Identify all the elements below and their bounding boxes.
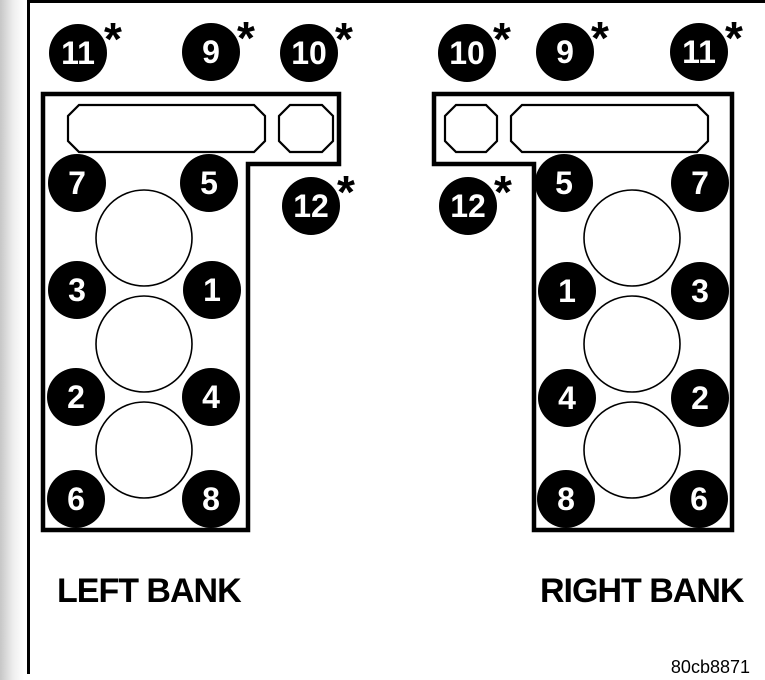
left-bank-bolt-10-asterisk: * bbox=[335, 13, 353, 65]
left-bank-bolt-11-asterisk: * bbox=[104, 13, 122, 65]
right-bank-bolt-9: 9 bbox=[536, 23, 594, 81]
left-bank-bolt-12-asterisk: * bbox=[337, 166, 355, 218]
page-border-left-line bbox=[27, 0, 30, 674]
left-bank-head-slot-0 bbox=[66, 103, 267, 154]
left-bank-cylinder-bore-3 bbox=[95, 401, 193, 499]
left-bank-bolt-11: 11 bbox=[49, 24, 107, 82]
left-bank-bolt-3: 3 bbox=[48, 261, 106, 319]
right-bank-bolt-5: 5 bbox=[535, 154, 593, 212]
left-bank-bolt-10: 10 bbox=[280, 24, 338, 82]
page-border-top-line bbox=[27, 0, 765, 3]
left-bank-bolt-12: 12 bbox=[282, 177, 340, 235]
left-bank-bolt-9-asterisk: * bbox=[237, 12, 255, 64]
right-bank-label: RIGHT BANK bbox=[540, 572, 744, 610]
page-edge-shading bbox=[0, 0, 24, 680]
right-bank-bolt-6: 6 bbox=[670, 470, 728, 528]
right-bank-bolt-9-asterisk: * bbox=[591, 12, 609, 64]
left-bank-bolt-7: 7 bbox=[48, 154, 106, 212]
right-bank-bolt-10-asterisk: * bbox=[493, 13, 511, 65]
right-bank-head-slot-1 bbox=[509, 103, 710, 154]
right-bank-cylinder-bore-3 bbox=[583, 401, 681, 499]
left-bank-bolt-6: 6 bbox=[47, 470, 105, 528]
right-bank-bolt-7: 7 bbox=[671, 154, 729, 212]
right-bank-bolt-11: 11 bbox=[670, 23, 728, 81]
right-bank-bolt-12: 12 bbox=[439, 177, 497, 235]
right-bank-bolt-2: 2 bbox=[671, 369, 729, 427]
right-bank-cylinder-bore-2 bbox=[583, 295, 681, 393]
left-bank-bolt-8: 8 bbox=[182, 470, 240, 528]
right-bank-bolt-11-asterisk: * bbox=[725, 12, 743, 64]
right-bank-bolt-10: 10 bbox=[438, 24, 496, 82]
left-bank-bolt-9: 9 bbox=[182, 23, 240, 81]
left-bank-group bbox=[40, 91, 342, 533]
right-bank-bolt-3: 3 bbox=[671, 262, 729, 320]
right-bank-bolt-4: 4 bbox=[538, 369, 596, 427]
left-bank-bolt-4: 4 bbox=[182, 368, 240, 426]
right-bank-cylinder-bore-1 bbox=[583, 189, 681, 287]
figure-reference-code: 80cb8871 bbox=[670, 657, 750, 677]
left-bank-bolt-2: 2 bbox=[47, 368, 105, 426]
right-bank-bolt-1: 1 bbox=[538, 262, 596, 320]
right-bank-head-slot-0 bbox=[443, 103, 499, 154]
left-bank-head-slot-1 bbox=[277, 103, 335, 154]
left-bank-cylinder-bore-2 bbox=[95, 295, 193, 393]
left-bank-cylinder-bore-1 bbox=[95, 189, 193, 287]
left-bank-bolt-5: 5 bbox=[180, 154, 238, 212]
right-bank-bolt-8: 8 bbox=[537, 470, 595, 528]
left-bank-label: LEFT BANK bbox=[57, 572, 242, 610]
right-bank-bolt-12-asterisk: * bbox=[494, 166, 512, 218]
left-bank-bolt-1: 1 bbox=[183, 261, 241, 319]
